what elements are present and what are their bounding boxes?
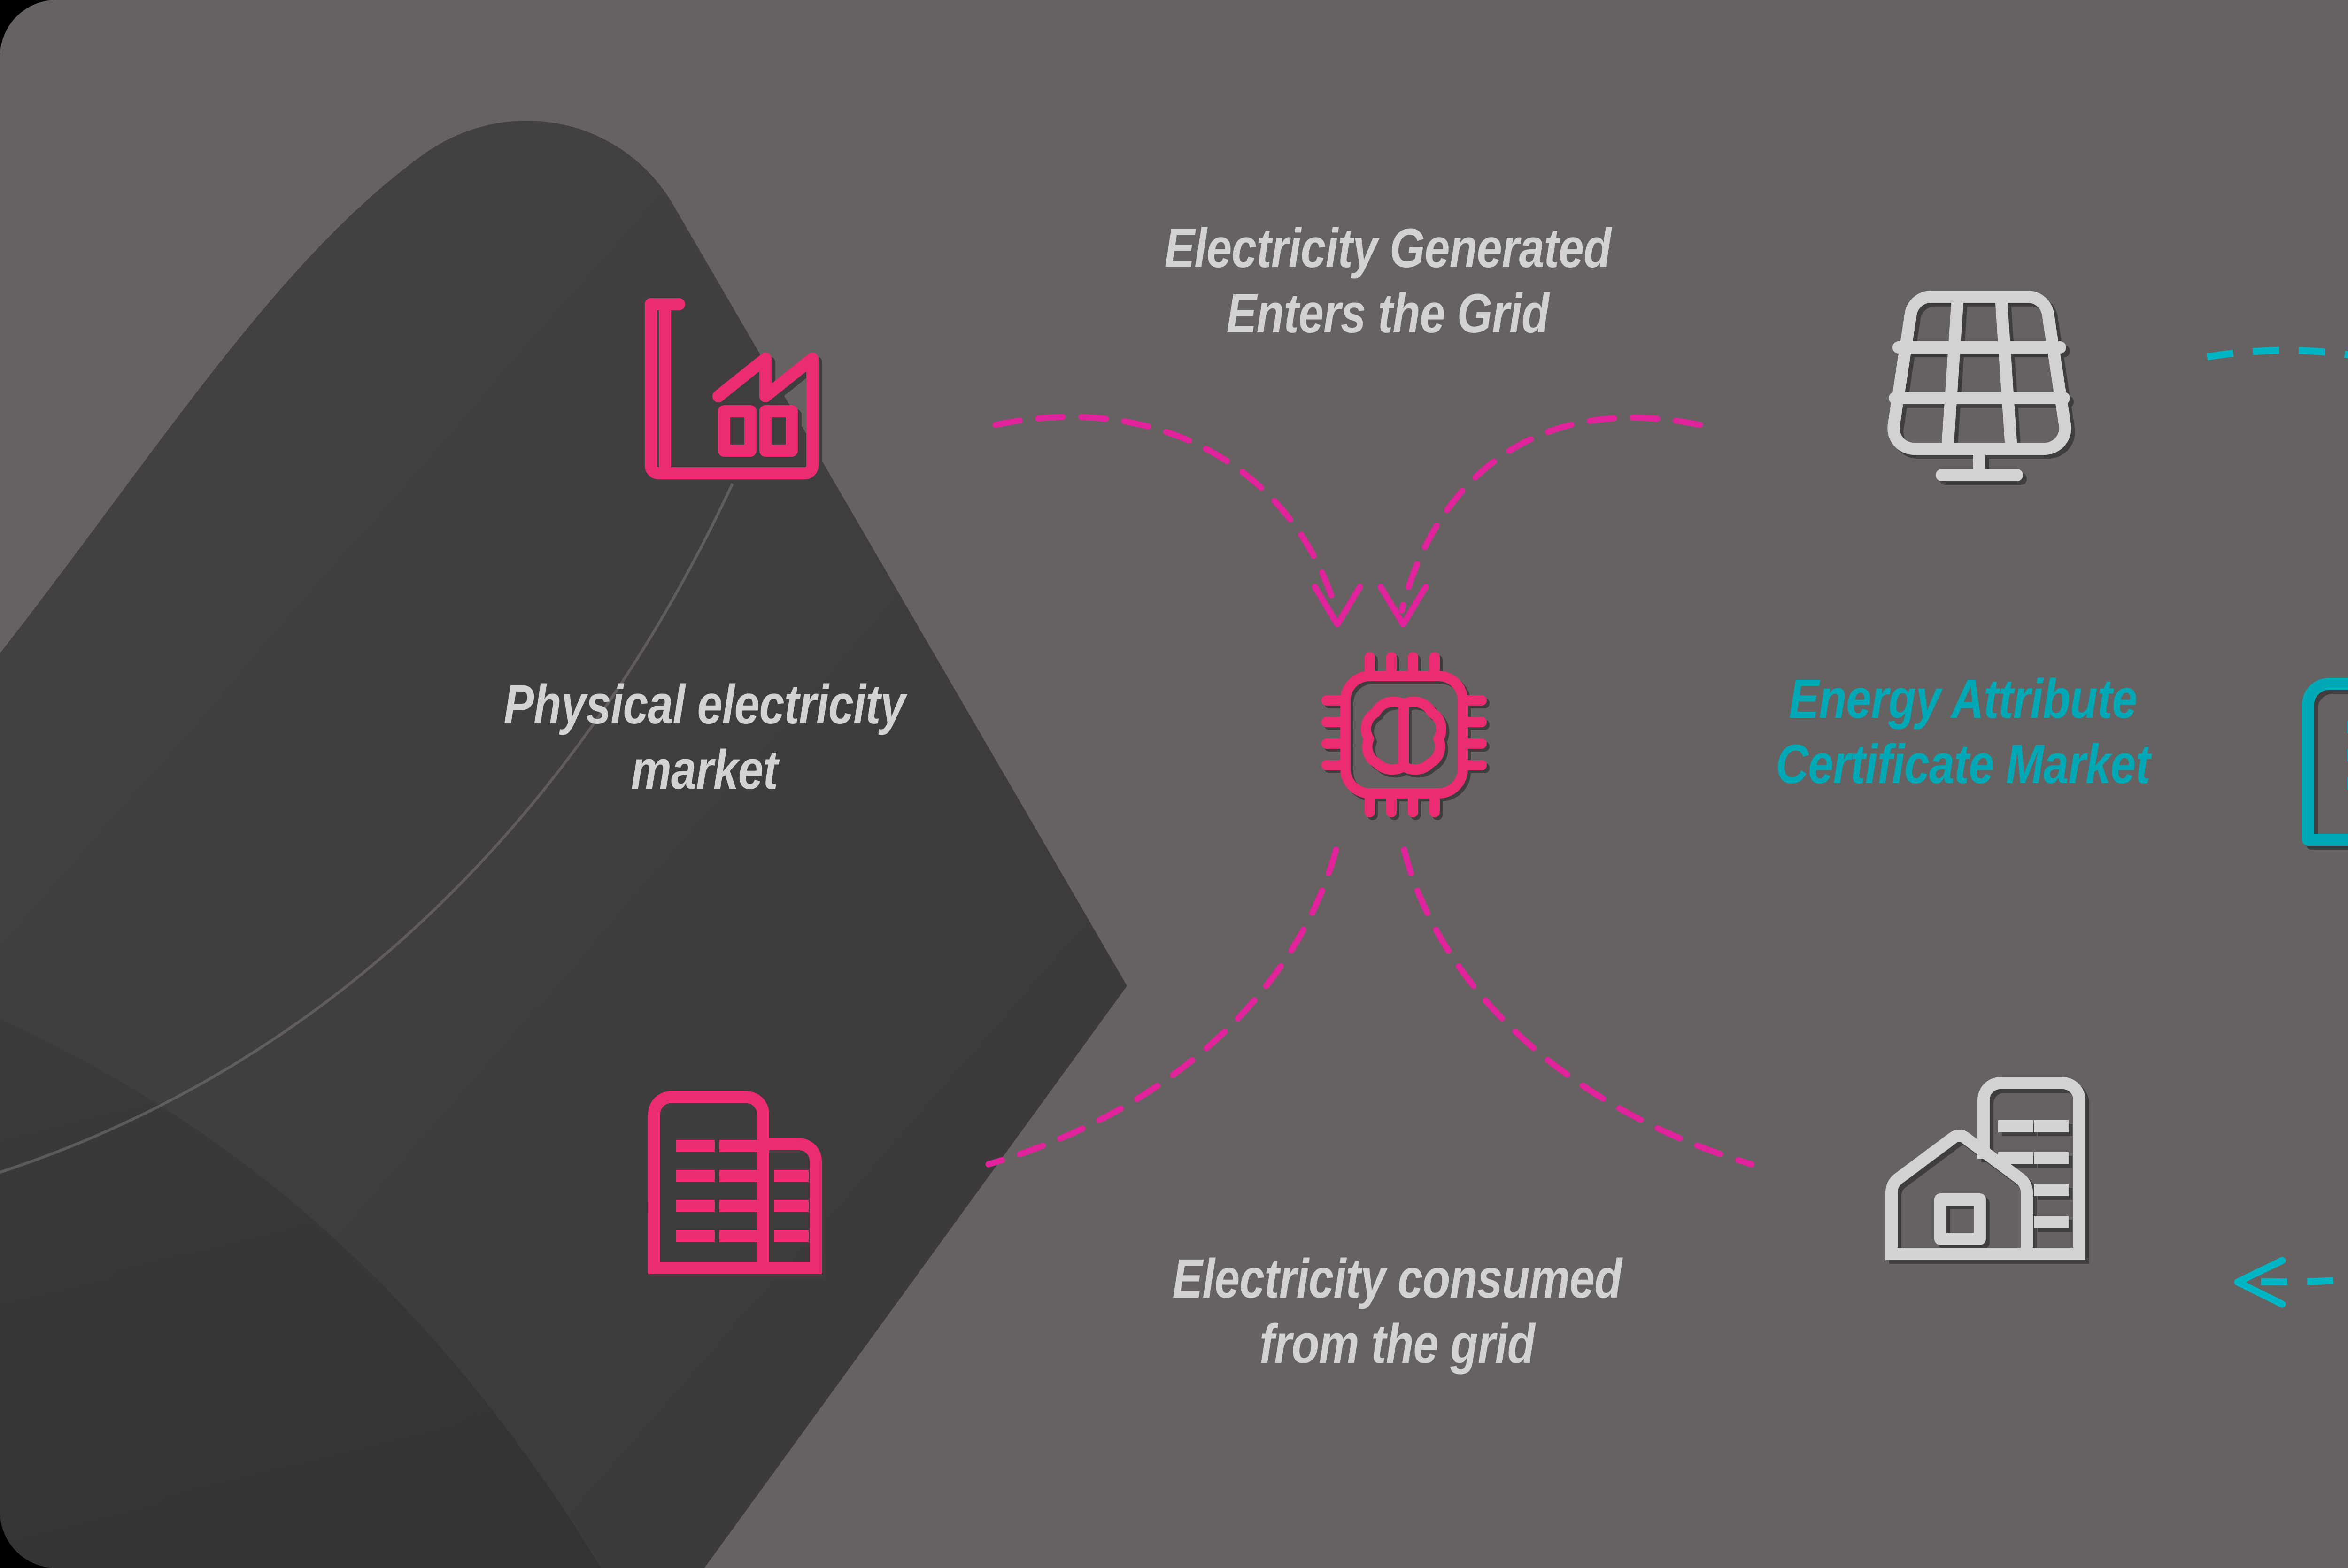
cyan-arc-solar-to-cert [2206,346,2348,361]
pink-arc-to-buildings [985,846,1339,1168]
pink-arc-to-house [1401,846,1755,1168]
solar-panel-icon [1887,291,2075,485]
certificate-icon [2302,678,2348,850]
label-electricity-consumed: Electricity consumed from the grid [1172,1248,1622,1376]
pink-arc-from-solar [1377,415,1703,628]
factory-icon [645,298,822,483]
pink-arc-from-factory [992,414,1363,628]
label-energy-attribute-certificate-market: Energy Attribute Certificate Market [1776,668,2150,796]
label-electricity-generated: Electricity Generated Enters the Grid [1164,217,1612,345]
label-physical-electricity-market: Physical electricity market [503,674,906,801]
bg-line-left [0,483,734,1174]
ai-chip-icon [1321,652,1490,820]
bg-shape-left-wedge [0,1019,601,1568]
cyan-arc-cert-to-house [2234,1257,2348,1308]
house-building-icon [1885,1077,2089,1264]
office-buildings-icon [648,1091,826,1278]
